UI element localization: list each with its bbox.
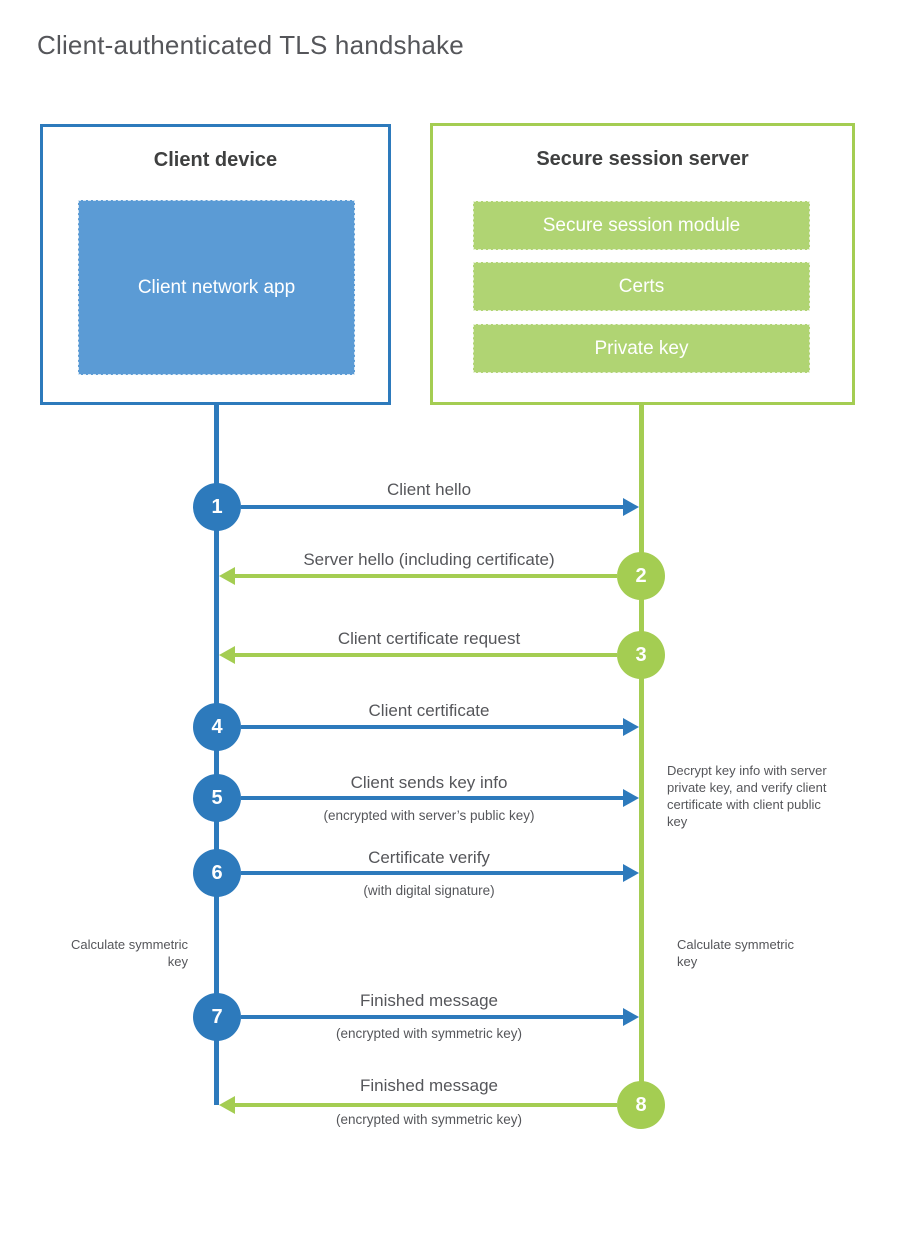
step-7-number: 7 <box>211 1005 223 1028</box>
step-8-arrowhead-icon <box>219 1096 235 1114</box>
step-5-arrow <box>241 796 623 800</box>
server-certs-label: Certs <box>618 275 665 297</box>
step-4-arrowhead-icon <box>623 718 639 736</box>
step-6-circle: 6 <box>193 849 241 897</box>
step-1-label: Client hello <box>386 480 472 499</box>
client-device-box: Client device Client network app <box>40 124 391 405</box>
server-decrypt-note: Decrypt key info with server private key… <box>667 763 827 829</box>
step-8-arrow <box>235 1103 617 1107</box>
client-network-app-label: Client network app <box>137 276 296 298</box>
server-private-key-bar: Private key <box>473 324 810 373</box>
step-2-label: Server hello (including certificate) <box>303 550 555 569</box>
step-6-sublabel: (with digital signature) <box>363 883 495 898</box>
step-6-arrowhead-icon <box>623 864 639 882</box>
step-6-number: 6 <box>211 861 223 884</box>
secure-session-server-title: Secure session server <box>536 148 749 170</box>
step-4-label: Client certificate <box>368 701 490 720</box>
step-5-arrowhead-icon <box>623 789 639 807</box>
server-lifeline <box>639 405 644 1105</box>
server-certs-bar: Certs <box>473 262 810 311</box>
client-network-app-box: Client network app <box>78 200 355 375</box>
step-3-arrowhead-icon <box>219 646 235 664</box>
step-1-arrowhead-icon <box>623 498 639 516</box>
step-5-sublabel: (encrypted with server’s public key) <box>323 808 535 823</box>
step-8-circle: 8 <box>617 1081 665 1129</box>
step-4-number: 4 <box>211 715 223 738</box>
step-3-circle: 3 <box>617 631 665 679</box>
step-4-arrow <box>241 725 623 729</box>
step-5-label: Client sends key info <box>350 773 508 792</box>
step-2-circle: 2 <box>617 552 665 600</box>
step-6-arrow <box>241 871 623 875</box>
page-title: Client-authenticated TLS handshake <box>37 30 464 60</box>
step-7-label: Finished message <box>360 991 498 1010</box>
step-3-label: Client certificate request <box>337 629 521 648</box>
step-8-sublabel: (encrypted with symmetric key) <box>335 1112 523 1127</box>
step-6-label: Certificate verify <box>368 848 490 867</box>
secure-session-server-box: Secure session server Secure session mod… <box>430 123 855 405</box>
client-device-title: Client device <box>153 149 278 171</box>
step-8-number: 8 <box>635 1093 647 1116</box>
server-module-bar: Secure session module <box>473 201 810 250</box>
step-7-arrow <box>241 1015 623 1019</box>
step-5-circle: 5 <box>193 774 241 822</box>
server-calculate-key-note: Calculate symmetric key <box>677 937 795 969</box>
step-1-arrow <box>241 505 623 509</box>
client-calculate-key-note: Calculate symmetric key <box>70 937 188 969</box>
step-2-number: 2 <box>635 564 647 587</box>
step-3-arrow <box>235 653 617 657</box>
step-1-number: 1 <box>211 495 223 518</box>
step-2-arrowhead-icon <box>219 567 235 585</box>
step-7-sublabel: (encrypted with symmetric key) <box>335 1026 523 1041</box>
step-3-number: 3 <box>635 643 647 666</box>
step-5-number: 5 <box>211 786 223 809</box>
client-lifeline <box>214 405 219 1105</box>
step-2-arrow <box>235 574 617 578</box>
server-private-key-label: Private key <box>594 337 689 359</box>
step-7-arrowhead-icon <box>623 1008 639 1026</box>
step-8-label: Finished message <box>360 1076 498 1095</box>
step-7-circle: 7 <box>193 993 241 1041</box>
server-module-label: Secure session module <box>542 214 741 236</box>
step-1-circle: 1 <box>193 483 241 531</box>
step-4-circle: 4 <box>193 703 241 751</box>
